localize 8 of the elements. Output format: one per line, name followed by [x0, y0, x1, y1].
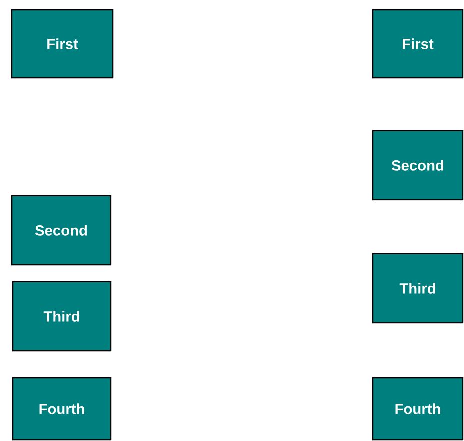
process-box: First: [372, 9, 464, 79]
process-box: Second: [372, 130, 464, 201]
process-box: Third: [12, 281, 112, 352]
process-box: Fourth: [372, 377, 464, 441]
process-box: Second: [11, 195, 112, 266]
process-box: First: [11, 9, 114, 79]
process-box: Third: [372, 253, 464, 324]
process-box: Fourth: [12, 377, 112, 441]
